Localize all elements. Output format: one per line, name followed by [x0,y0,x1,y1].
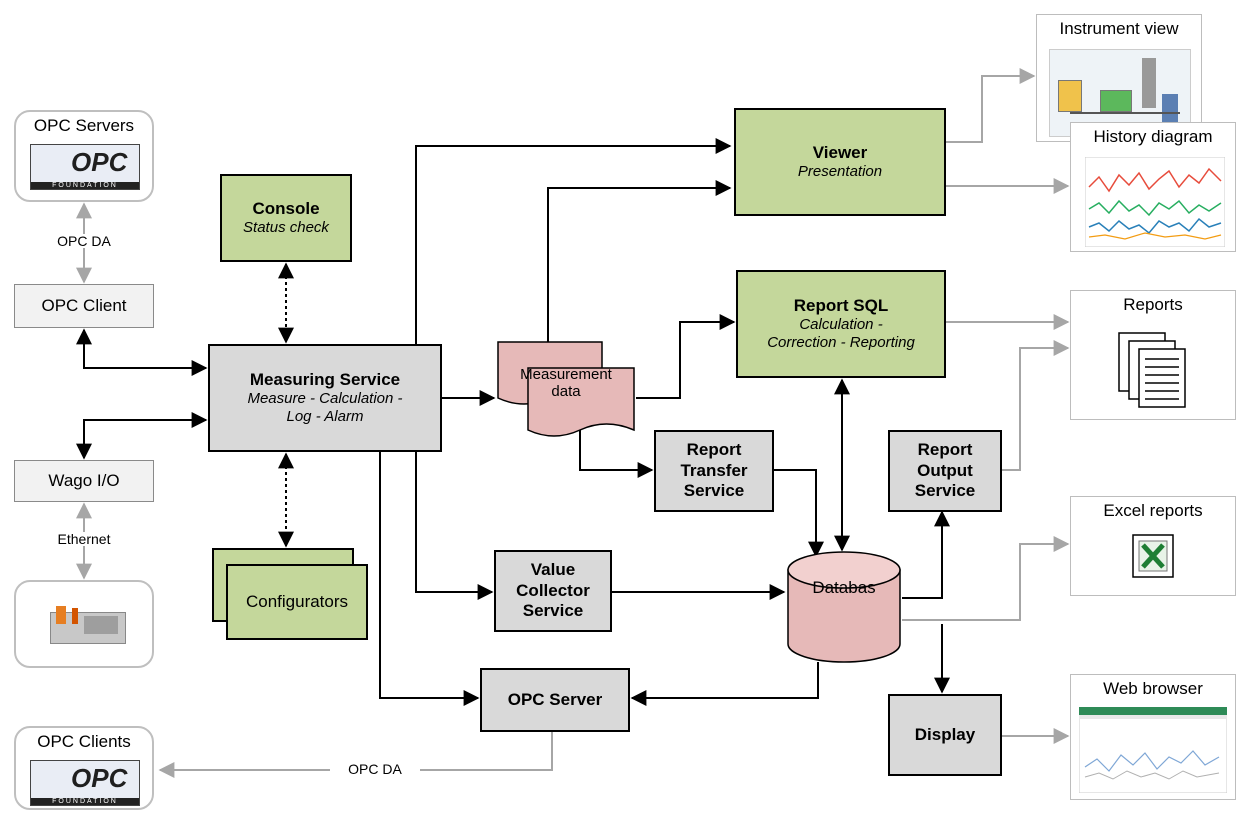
wago-hardware-image [50,602,126,650]
report-transfer-line1: Report [686,440,742,460]
history-diagram-panel: History diagram [1070,122,1236,252]
viewer-box: Viewer Presentation [734,108,946,216]
report-transfer-line3: Service [683,481,745,501]
display-label: Display [914,724,976,744]
arrow-viewer-instrument [946,68,1036,143]
value-collector-line2: Collector [516,580,590,600]
opc-server-box: OPC Server [480,668,630,732]
report-sql-title: Report SQL [793,295,889,315]
opc-logo-subtext: FOUNDATION [31,182,139,189]
wago-io-box: Wago I/O [14,460,154,502]
configurators-label: Configurators [245,591,349,611]
measurement-data-label: Measurement data [504,366,628,401]
arrow-output-reports [1002,340,1070,471]
database-label: Databas [812,578,876,597]
measurement-data-line1: Measurement [520,366,612,383]
ethernet-label: Ethernet [34,532,134,546]
opc-clients-title: OPC Clients [37,732,131,751]
arrow-db-excel [902,536,1070,621]
history-diagram-title: History diagram [1093,127,1213,146]
console-subtitle: Status check [243,219,329,237]
value-collector-line1: Value [530,560,576,580]
measuring-service-line2: Log - Alarm [286,408,364,426]
opc-foundation-logo: OPC FOUNDATION [30,144,140,190]
measurement-data-shape [497,341,635,437]
opc-logo-text: OPC [71,147,128,177]
arrow-wago-measuring [76,412,208,460]
opc-client-box: OPC Client [14,284,154,328]
report-output-box: Report Output Service [888,430,1002,512]
wago-hardware-panel [14,580,154,668]
console-title: Console [252,198,320,218]
report-sql-box: Report SQL Calculation - Correction - Re… [736,270,946,378]
opc-clients-logo-text: OPC [71,763,128,793]
measuring-service-title: Measuring Service [249,369,401,389]
arrow-measuring-collector [415,452,494,600]
value-collector-box: Value Collector Service [494,550,612,632]
arrow-mdata-viewer [547,180,732,342]
display-box: Display [888,694,1002,776]
arrow-mdata-reportsql [636,314,736,399]
opc-servers-title: OPC Servers [33,116,135,135]
opc-clients-logo-subtext: FOUNDATION [31,798,139,805]
reports-document-icon [1118,332,1186,408]
web-browser-panel: Web browser [1070,674,1236,800]
opc-client-label: OPC Client [41,295,127,315]
opc-clients-panel: OPC Clients OPC FOUNDATION [14,726,154,810]
web-browser-title: Web browser [1103,679,1203,698]
viewer-title: Viewer [812,142,868,162]
arrow-mdata-transfer [579,428,654,478]
arrow-transfer-db [774,469,824,558]
report-output-line2: Output [917,460,973,480]
arrow-opcserver-opcclients [158,730,553,778]
measurement-data-line2: data [551,383,581,401]
instrument-view-title: Instrument view [1059,19,1179,38]
report-output-line3: Service [914,481,976,501]
excel-reports-panel: Excel reports [1070,496,1236,596]
opc-servers-panel: OPC Servers OPC FOUNDATION [14,110,154,202]
value-collector-line3: Service [522,601,584,621]
web-browser-image [1079,707,1227,793]
viewer-subtitle: Presentation [797,163,883,181]
console-box: Console Status check [220,174,352,262]
wago-io-label: Wago I/O [48,470,120,490]
reports-panel: Reports [1070,290,1236,420]
report-output-line1: Report [917,440,973,460]
arrow-measuring-viewer [415,138,732,344]
excel-icon [1132,534,1174,578]
measuring-service-box: Measuring Service Measure - Calculation … [208,344,442,452]
opc-da-label-bottom: OPC DA [330,762,420,776]
measuring-service-line1: Measure - Calculation - [247,390,403,408]
report-transfer-line2: Transfer [680,460,748,480]
opc-server-label: OPC Server [507,689,603,709]
reports-title: Reports [1123,295,1183,314]
report-sql-line1: Calculation - [799,316,883,334]
configurators-box: Configurators [226,564,368,640]
database-cylinder [787,551,901,663]
arrow-db-output [902,510,950,599]
opc-foundation-logo-clients: OPC FOUNDATION [30,760,140,806]
report-sql-line2: Correction - Reporting [767,334,915,352]
arrow-db-opcserver [630,662,819,706]
arrow-measuring-opcserver [379,452,480,706]
history-diagram-image [1085,157,1225,247]
arrow-opcclient-measuring [76,328,208,376]
report-transfer-box: Report Transfer Service [654,430,774,512]
excel-reports-title: Excel reports [1103,501,1203,520]
opc-da-label-top: OPC DA [44,234,124,248]
